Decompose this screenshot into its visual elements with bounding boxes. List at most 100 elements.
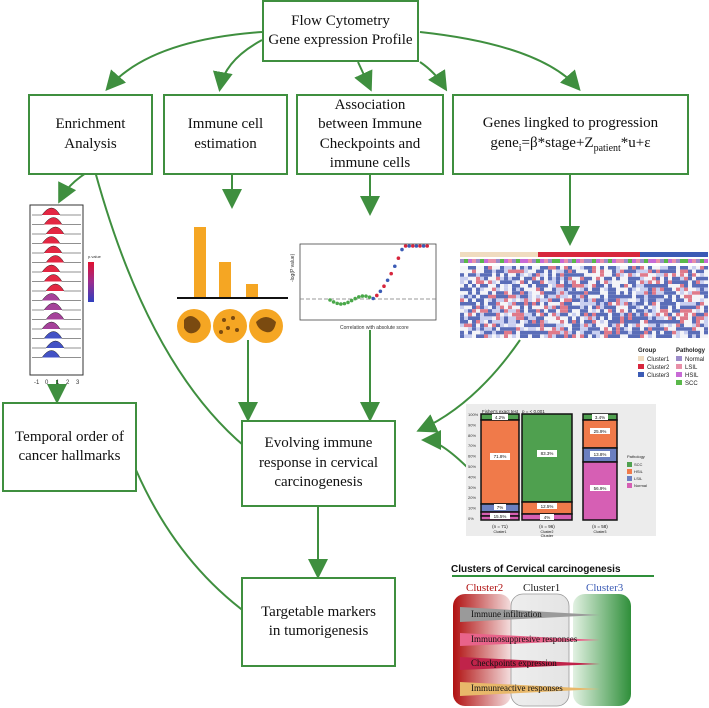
heatmap-cell	[672, 273, 676, 277]
heatmap-cell	[584, 291, 588, 295]
heatmap-cell	[688, 323, 692, 328]
heatmap-cell	[584, 334, 588, 338]
pathology-cell	[664, 259, 668, 263]
heatmap-cell	[492, 327, 496, 331]
heatmap-cell	[468, 330, 472, 335]
volcano-point	[346, 300, 350, 305]
heatmap-cell	[632, 273, 636, 277]
heatmap-cell	[524, 273, 528, 277]
heatmap-cell	[628, 287, 632, 292]
heatmap-cell	[512, 291, 516, 295]
heatmap-cell	[704, 327, 708, 331]
heatmap-cell	[508, 320, 512, 324]
heatmap-cell	[620, 284, 624, 288]
ridge-15	[32, 340, 81, 349]
heatmap-cell	[640, 305, 644, 310]
heatmap-cell	[612, 323, 616, 328]
cluster1-column	[510, 593, 570, 707]
heatmap-cell	[536, 316, 540, 320]
heatmap-cell	[524, 327, 528, 331]
heatmap-cell	[552, 330, 556, 335]
heatmap-cell	[700, 302, 704, 306]
pathology-cell	[480, 259, 484, 263]
ridge-8	[32, 274, 81, 282]
heatmap-cell	[488, 269, 492, 274]
heatmap-cell	[692, 305, 696, 310]
pathology-cell	[652, 259, 656, 263]
heatmap-cell	[596, 298, 600, 302]
heatmap-cell	[548, 287, 552, 292]
heatmap-cell	[488, 334, 492, 338]
heatmap-cell	[564, 334, 568, 338]
heatmap-cell	[600, 269, 604, 274]
heatmap-cell	[580, 327, 584, 331]
mosaic-c3-n: (n = 58)	[592, 524, 608, 529]
ridge-7	[32, 264, 81, 273]
heatmap-cell	[676, 269, 680, 274]
heatmap-cell	[640, 287, 644, 292]
heatmap-cell	[512, 280, 516, 284]
heatmap-cell	[480, 305, 484, 310]
heatmap-cell	[536, 298, 540, 302]
heatmap-cell	[460, 320, 464, 324]
heatmap-cell	[668, 312, 672, 317]
heatmap-cell	[632, 334, 636, 338]
heatmap-cell	[616, 284, 620, 288]
heatmap-cell	[528, 266, 532, 270]
heatmap-cell	[568, 291, 572, 295]
heatmap-cell	[644, 276, 648, 281]
heatmap-cell	[604, 269, 608, 274]
heatmap-cell	[700, 280, 704, 284]
heatmap-cell	[492, 302, 496, 306]
heatmap-cell	[500, 298, 504, 302]
heatmap-cell	[536, 273, 540, 277]
pathology-cell	[596, 259, 600, 263]
heatmap-cell	[576, 302, 580, 306]
heatmap-cell	[472, 294, 476, 299]
heatmap-cell	[556, 330, 560, 335]
heatmap-cell	[640, 323, 644, 328]
heatmap-cell	[676, 298, 680, 302]
heatmap-cell	[624, 334, 628, 338]
heatmap-cell	[528, 312, 532, 317]
heatmap-cell	[604, 287, 608, 292]
heatmap-cell	[664, 312, 668, 317]
heatmap-cell	[620, 280, 624, 284]
pathology-cell	[508, 259, 512, 263]
heatmap-cell	[532, 323, 536, 328]
heatmap-cell	[704, 266, 708, 270]
heatmap-cell	[516, 312, 520, 317]
heatmap-cell	[640, 291, 644, 295]
heatmap-cell	[656, 287, 660, 292]
heatmap-cell	[560, 305, 564, 310]
heatmap-cell	[556, 327, 560, 331]
heatmap-cell	[560, 287, 564, 292]
heatmap-cell	[580, 269, 584, 274]
heatmap-cell	[512, 273, 516, 277]
heatmap-cell	[696, 291, 700, 295]
heatmap-cell	[504, 266, 508, 270]
heatmap-cell	[684, 269, 688, 274]
heatmap-cell	[460, 269, 464, 274]
heatmap-cell	[584, 273, 588, 277]
heatmap-cell	[572, 327, 576, 331]
heatmap-cell	[572, 298, 576, 302]
heatmap-cell	[476, 287, 480, 292]
heatmap-cell	[608, 266, 612, 270]
heatmap-cell	[480, 320, 484, 324]
heatmap-cell	[664, 273, 668, 277]
heatmap-cell	[588, 316, 592, 320]
legend-path-1: Normal	[685, 357, 704, 363]
heatmap-cell	[640, 327, 644, 331]
heatmap-cell	[668, 287, 672, 292]
heatmap-cell	[508, 276, 512, 281]
heatmap-cell	[676, 294, 680, 299]
heatmap-cell	[564, 312, 568, 317]
heatmap-legend: Group Cluster1 Cluster2 Cluster3 Patholo…	[638, 348, 706, 387]
pathology-cell	[700, 259, 704, 263]
heatmap-cell	[560, 298, 564, 302]
heatmap-cell	[480, 284, 484, 288]
heatmap-cell	[620, 291, 624, 295]
heatmap-cells	[460, 266, 708, 338]
